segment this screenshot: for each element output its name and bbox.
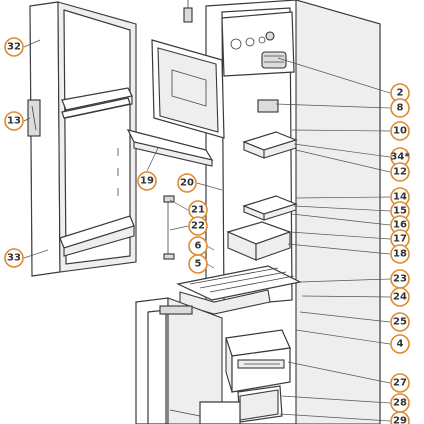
callout-5: 5 xyxy=(188,254,208,274)
callout-18: 18 xyxy=(390,244,410,264)
callout-label: 13 xyxy=(7,116,21,127)
callout-12: 12 xyxy=(390,162,410,182)
callout-circle xyxy=(390,162,410,182)
callout-label: 28 xyxy=(393,398,407,409)
callout-circle xyxy=(390,287,410,307)
callout-28: 28 xyxy=(390,393,410,413)
callout-13: 13 xyxy=(4,111,24,131)
back-cover-panel xyxy=(151,39,225,139)
callout-32: 32 xyxy=(4,37,24,57)
callout-circle xyxy=(390,373,410,393)
callout-19: 19 xyxy=(137,171,157,191)
callout-label: 19 xyxy=(140,176,154,187)
callout-33: 33 xyxy=(4,248,24,268)
glass-shelf-upper xyxy=(242,131,298,159)
callout-20: 20 xyxy=(177,173,197,193)
callout-circle xyxy=(390,411,410,424)
callout-2: 2 xyxy=(390,83,410,103)
callout-label: 33 xyxy=(7,253,21,264)
callout-circle xyxy=(390,334,410,354)
callout-label: 22 xyxy=(191,221,205,232)
callout-label: 24 xyxy=(393,292,407,303)
door-shelf-bottom xyxy=(59,215,135,257)
callout-label: 23 xyxy=(393,274,407,285)
door-hinge xyxy=(27,99,41,137)
callout-circle xyxy=(4,111,24,131)
callout-label: 15 xyxy=(393,206,407,217)
freezer-bin xyxy=(237,385,283,423)
leader-lines xyxy=(23,39,391,422)
callout-label: 12 xyxy=(393,167,407,178)
callout-circle xyxy=(390,312,410,332)
callout-label: 5 xyxy=(195,259,202,270)
callout-label: 2 xyxy=(397,88,404,99)
callout-circle xyxy=(137,171,157,191)
callout-label: 29 xyxy=(393,416,407,424)
callout-label: 16 xyxy=(393,220,407,231)
callout-24: 24 xyxy=(390,287,410,307)
callout-label: 6 xyxy=(195,241,202,252)
freezer-drawer xyxy=(225,329,291,393)
control-panel xyxy=(221,11,295,77)
callout-23: 23 xyxy=(390,269,410,289)
light-fitting xyxy=(257,99,279,113)
shelf-19 xyxy=(126,129,214,167)
callout-circle xyxy=(177,173,197,193)
callout-label: 10 xyxy=(393,126,407,137)
hanging-rod xyxy=(163,195,175,260)
lower-door-handle xyxy=(159,305,193,315)
callout-circle xyxy=(390,98,410,118)
callout-4: 4 xyxy=(390,334,410,354)
callout-6: 6 xyxy=(188,236,208,256)
callout-25: 25 xyxy=(390,312,410,332)
callout-circle xyxy=(188,254,208,274)
callout-label: 4 xyxy=(397,339,404,350)
door-panel xyxy=(29,1,137,277)
callout-22: 22 xyxy=(188,216,208,236)
callout-circle xyxy=(4,37,24,57)
callout-label: 32 xyxy=(7,42,21,53)
callout-circle xyxy=(4,248,24,268)
callout-label: 25 xyxy=(393,317,407,328)
callout-27: 27 xyxy=(390,373,410,393)
callout-29: 29 xyxy=(390,411,410,424)
callout-label: 8 xyxy=(397,103,404,114)
callout-label: 21 xyxy=(191,205,205,216)
glass-shelf-middle xyxy=(242,195,298,221)
callout-8: 8 xyxy=(390,98,410,118)
callout-label: 18 xyxy=(393,249,407,260)
lower-door xyxy=(135,297,223,424)
callout-circle xyxy=(390,244,410,264)
door-shelf-mid xyxy=(61,97,131,119)
callout-circle xyxy=(390,121,410,141)
callout-label: 14 xyxy=(393,192,407,203)
top-bracket xyxy=(183,0,193,23)
callout-label: 20 xyxy=(180,178,194,189)
callout-10: 10 xyxy=(390,121,410,141)
callout-circle xyxy=(188,216,208,236)
freezer-base xyxy=(169,401,241,424)
callout-label: 34* xyxy=(390,152,410,163)
callout-label: 17 xyxy=(393,234,407,245)
callout-label: 27 xyxy=(393,378,407,389)
